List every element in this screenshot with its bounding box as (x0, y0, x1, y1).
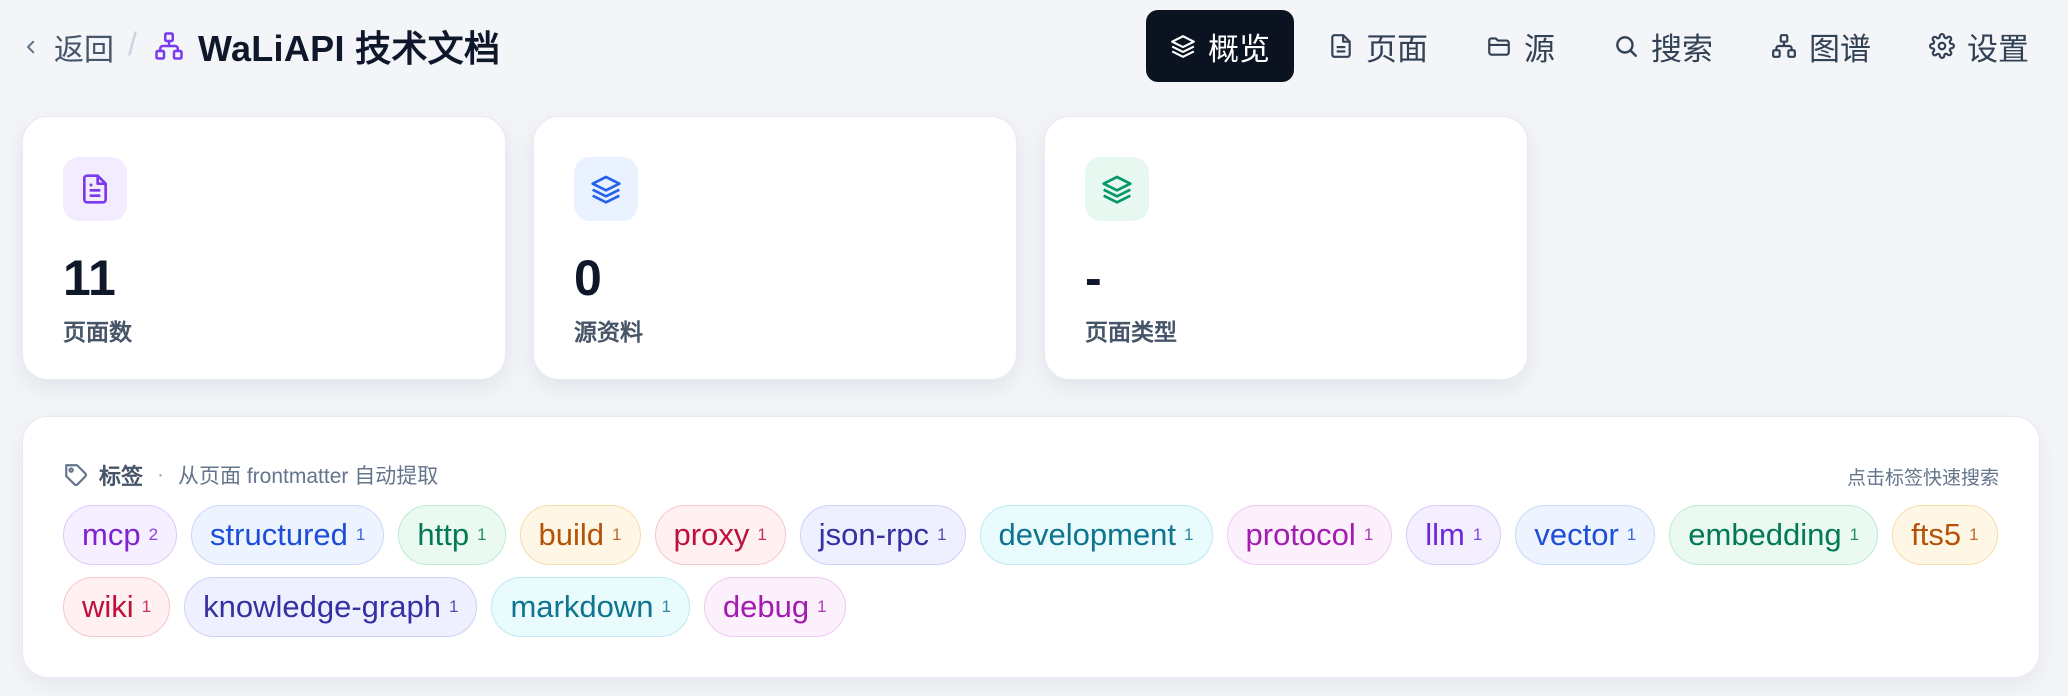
tab-pages[interactable]: 页面 (1302, 10, 1454, 82)
tag-chip[interactable]: structured 1 (191, 505, 385, 565)
tag-count: 1 (1849, 525, 1860, 544)
page-title: WaLiAPI 技术文档 (198, 28, 501, 69)
tab-sources[interactable]: 源 (1460, 10, 1581, 82)
tag-name: build (538, 517, 605, 552)
tab-overview[interactable]: 概览 (1146, 10, 1294, 82)
stat-card-pages: 11 页面数 (22, 116, 506, 380)
tag-name: fts5 (1911, 517, 1962, 552)
breadcrumb: WaLiAPI 技术文档 (154, 22, 500, 70)
layers-icon (1171, 35, 1195, 58)
tag-name: wiki (82, 589, 134, 624)
tag-chip[interactable]: json-rpc 1 (799, 505, 966, 565)
tag-count: 1 (1363, 525, 1374, 544)
tag-chip[interactable]: embedding 1 (1669, 505, 1879, 565)
separator-dot: · (157, 463, 165, 486)
file-icon (83, 174, 107, 204)
tag-name: structured (210, 517, 348, 552)
tab-search[interactable]: 搜索 (1587, 10, 1739, 82)
tag-count: 1 (817, 597, 827, 616)
tag-name: http (417, 517, 470, 552)
stat-label: 页面类型 (1085, 319, 1177, 345)
file-icon (1331, 34, 1351, 58)
stat-card-page-types: - 页面类型 (1044, 116, 1528, 380)
tag-chip[interactable]: proxy 1 (654, 505, 786, 565)
stat-icon-box (63, 157, 127, 221)
tag-name: mcp (82, 517, 141, 552)
tab-graph[interactable]: 图谱 (1745, 10, 1897, 82)
tag-count: 1 (612, 525, 622, 544)
tag-name: json-rpc (818, 517, 930, 552)
tab-label: 图谱 (1809, 31, 1871, 67)
tags-panel-subtitle: 从页面 frontmatter 自动提取 (178, 465, 439, 488)
sitemap-icon (155, 32, 183, 60)
tags-panel: 标签 · 从页面 frontmatter 自动提取 点击标签快速搜索 mcp 2 s… (22, 416, 2040, 678)
tab-label: 概览 (1208, 31, 1270, 67)
stat-icon-box (1085, 157, 1149, 221)
tag-name: llm (1425, 517, 1465, 552)
tag-icon (65, 464, 87, 486)
tag-chip[interactable]: vector 1 (1515, 505, 1656, 565)
main-nav: 概览 页面 源 搜索 图谱 设置 (1146, 10, 2061, 82)
tag-name: embedding (1688, 517, 1842, 552)
tags-panel-hint: 点击标签快速搜索 (1846, 468, 1999, 489)
tag-chip[interactable]: fts5 1 (1892, 505, 1998, 565)
tag-count: 1 (661, 597, 671, 616)
tag-name: vector (1534, 517, 1619, 552)
tag-name: proxy (673, 517, 750, 552)
folder-icon (1488, 37, 1510, 56)
back-button[interactable]: 返回 (22, 24, 114, 70)
tag-name: markdown (510, 589, 654, 624)
tag-count: 1 (1969, 525, 1979, 544)
stat-label: 页面数 (63, 319, 132, 345)
tag-count: 1 (1472, 525, 1483, 544)
stat-icon-box (574, 157, 638, 221)
tab-label: 源 (1524, 31, 1555, 67)
gear-icon (1929, 33, 1955, 59)
tab-label: 设置 (1967, 31, 2029, 67)
tab-label: 页面 (1366, 31, 1428, 67)
layers-icon (1102, 175, 1132, 204)
tag-count: 1 (355, 525, 366, 544)
tag-chip[interactable]: build 1 (519, 505, 641, 565)
tab-label: 搜索 (1651, 31, 1713, 67)
tag-name: knowledge-graph (203, 589, 441, 624)
tag-name: development (998, 517, 1177, 552)
tags-panel-header: 标签 · 从页面 frontmatter 自动提取 (63, 459, 438, 491)
layers-icon (591, 175, 621, 204)
stat-value: - (1085, 250, 1102, 306)
graph-icon (1772, 34, 1796, 58)
breadcrumb-separator: / (128, 26, 137, 62)
tag-chip[interactable]: mcp 2 (63, 505, 178, 565)
tag-chip[interactable]: markdown 1 (491, 577, 690, 637)
tag-name: protocol (1245, 517, 1356, 552)
back-label: 返回 (54, 34, 114, 67)
stat-value: 11 (63, 250, 116, 306)
tag-name: debug (722, 589, 810, 624)
tag-chip[interactable]: llm 1 (1406, 505, 1502, 565)
tag-chip[interactable]: protocol 1 (1226, 505, 1393, 565)
tag-count: 1 (757, 525, 767, 544)
tag-chip[interactable]: http 1 (398, 505, 506, 565)
stat-card-sources: 0 源资料 (533, 116, 1017, 380)
tag-count: 2 (148, 525, 159, 544)
tag-chip[interactable]: knowledge-graph 1 (184, 577, 478, 637)
tag-chip[interactable]: development 1 (979, 505, 1213, 565)
tag-count: 1 (477, 525, 487, 544)
tab-settings[interactable]: 设置 (1903, 10, 2055, 82)
tag-count: 1 (1184, 525, 1194, 544)
tag-count: 1 (141, 597, 152, 616)
top-bar: 返回 / WaLiAPI 技术文档 概览 页面 源 搜索 图谱 (0, 0, 2068, 94)
chevron-left-icon (27, 40, 35, 54)
tags-panel-title: 标签 (99, 464, 144, 489)
stat-label: 源资料 (574, 319, 643, 345)
tag-count: 1 (448, 597, 459, 616)
tag-count: 1 (937, 525, 947, 544)
search-icon (1616, 36, 1637, 57)
stat-value: 0 (574, 250, 602, 306)
tag-chip[interactable]: debug 1 (703, 577, 846, 637)
tag-count: 1 (1626, 525, 1637, 544)
tag-chip[interactable]: wiki 1 (63, 577, 171, 637)
